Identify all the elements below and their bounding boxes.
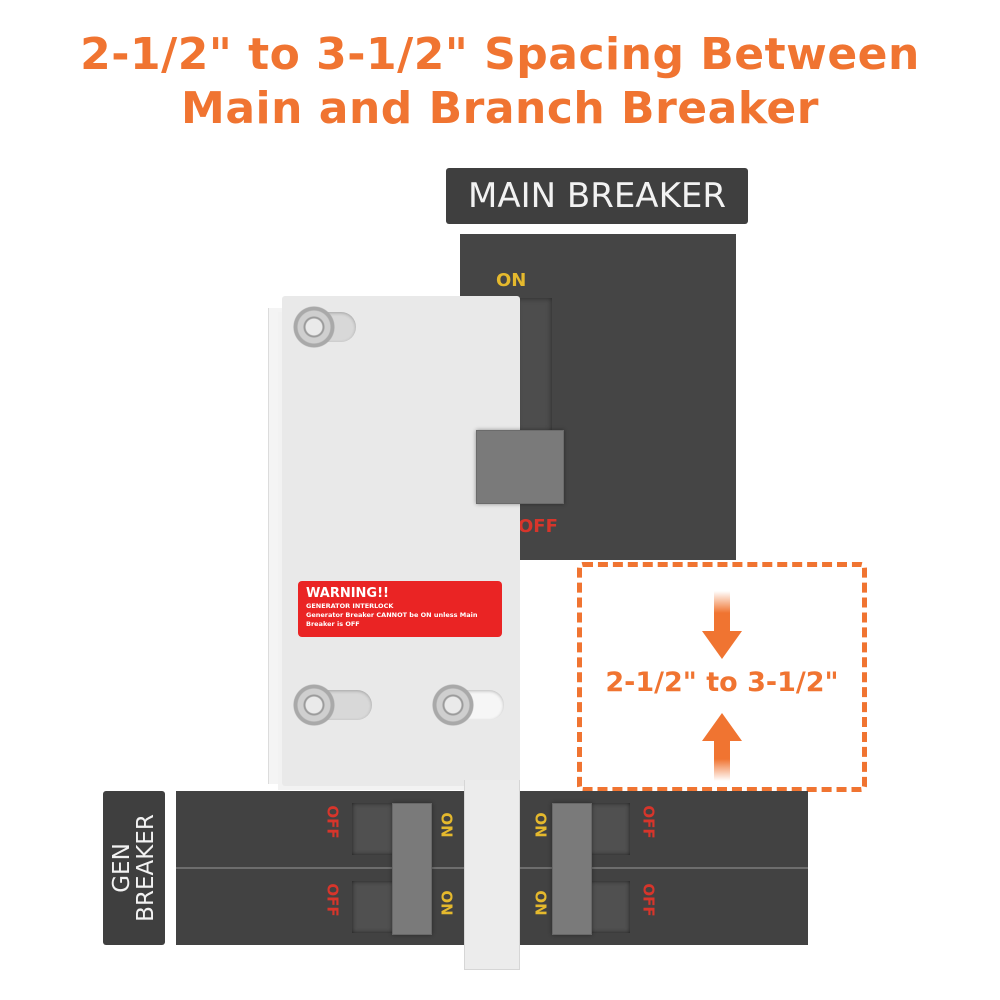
generator-breaker: OFF ON OFF ON [176,791,464,945]
gen-label-line-2: BREAKER [133,814,159,922]
main-breaker-label: MAIN BREAKER [446,168,748,224]
branch-off-label: OFF [639,883,658,917]
branch-on-label: ON [531,890,550,916]
gen-label-line-1: GEN [109,843,135,893]
warning-line-1: GENERATOR INTERLOCK [306,602,394,610]
gen-breaker-handle[interactable] [392,803,432,935]
screw-icon [432,684,474,726]
main-off-label: OFF [518,516,558,537]
arrow-down-icon [702,591,742,659]
gen-breaker-label: GEN BREAKER [103,791,165,945]
arrow-up-icon [702,713,742,781]
branch-breaker: ON OFF ON OFF [520,791,808,945]
branch-breaker-handle[interactable] [552,803,592,935]
gen-on-label: ON [437,890,456,916]
gen-off-label: OFF [323,883,342,917]
breaker-divider [176,867,464,869]
branch-on-label: ON [531,812,550,838]
main-on-label: ON [496,270,527,291]
page-title: 2-1/2" to 3-1/2" Spacing Between Main an… [0,28,1000,136]
plate-edge [268,308,282,784]
gen-on-label: ON [437,812,456,838]
interlock-plate-tail [464,780,520,970]
main-breaker-toggle[interactable] [476,430,564,504]
spacing-text: 2-1/2" to 3-1/2" [605,667,839,698]
warning-line-2: Generator Breaker CANNOT be ON unless Ma… [306,611,478,628]
spacing-callout: 2-1/2" to 3-1/2" [577,562,867,792]
screw-icon [293,684,335,726]
gen-off-label: OFF [323,805,342,839]
warning-label: WARNING!! GENERATOR INTERLOCK Generator … [298,581,502,637]
breaker-divider [520,867,808,869]
title-line-2: Main and Branch Breaker [181,83,819,134]
screw-icon [293,306,335,348]
title-line-1: 2-1/2" to 3-1/2" Spacing Between [80,29,920,80]
warning-title: WARNING!! [306,586,389,601]
branch-off-label: OFF [639,805,658,839]
